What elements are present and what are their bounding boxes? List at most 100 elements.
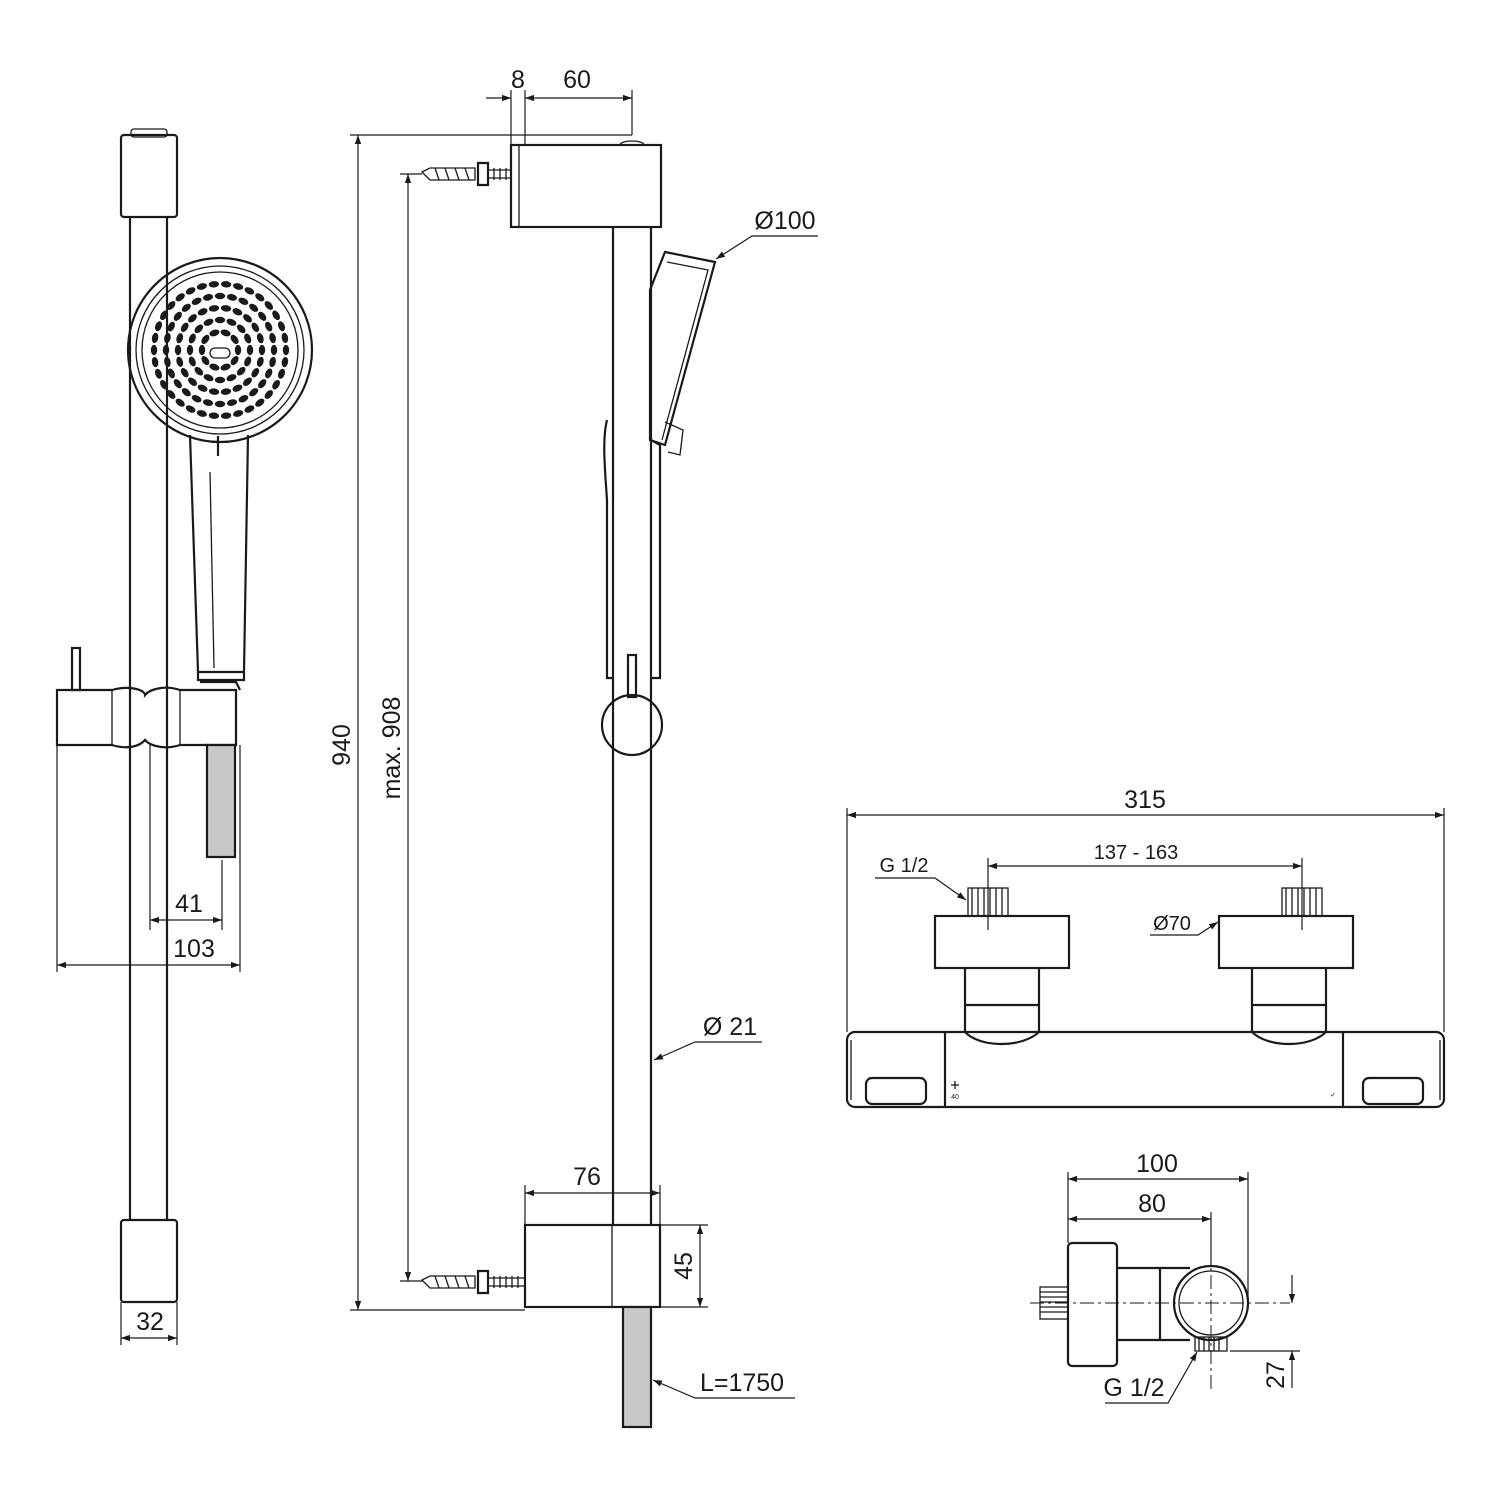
hose-side bbox=[621, 1305, 653, 1429]
nozzle bbox=[176, 356, 184, 367]
nozzle bbox=[202, 294, 214, 301]
nozzle bbox=[154, 368, 163, 379]
nozzle bbox=[203, 374, 214, 382]
nozzle bbox=[188, 356, 196, 367]
nozzle bbox=[232, 384, 243, 392]
dim-940: 940 bbox=[328, 134, 632, 1311]
dim-27-label: 27 bbox=[1262, 1361, 1290, 1389]
nozzle bbox=[264, 301, 274, 310]
outlet-thread bbox=[1194, 1336, 1228, 1352]
top-wall-bracket bbox=[509, 140, 663, 229]
nozzle bbox=[196, 283, 207, 290]
rail bbox=[128, 217, 169, 1220]
nozzle bbox=[220, 281, 232, 288]
nozzle bbox=[214, 292, 226, 300]
nozzle bbox=[191, 395, 202, 403]
dim-hose-length-label: L=1750 bbox=[700, 1369, 784, 1397]
nozzle bbox=[208, 305, 220, 312]
left-connector bbox=[933, 887, 1071, 1046]
nozzle bbox=[272, 310, 280, 321]
nozzle bbox=[203, 318, 214, 326]
dim-103: 103 bbox=[56, 745, 241, 972]
nozzle bbox=[176, 333, 184, 344]
nozzle bbox=[174, 344, 182, 356]
dim-315: 315 bbox=[846, 786, 1445, 1032]
dim-45: 45 bbox=[660, 1224, 708, 1308]
dim-100: 100 bbox=[1067, 1150, 1249, 1303]
nozzle bbox=[180, 322, 189, 333]
inlet-thread bbox=[1039, 1286, 1069, 1320]
nozzle bbox=[277, 321, 286, 332]
nozzle bbox=[226, 374, 237, 382]
nozzle bbox=[208, 388, 220, 395]
dim-76: 76 bbox=[524, 1163, 661, 1225]
nozzle bbox=[243, 314, 252, 323]
nozzle bbox=[175, 398, 185, 407]
nozzle bbox=[264, 390, 274, 399]
temperature-dial-marks: 40 ✓ bbox=[951, 1081, 1336, 1101]
mixer-front: 40 ✓ 315 bbox=[845, 786, 1446, 1109]
nozzle bbox=[160, 310, 168, 321]
nozzle bbox=[167, 321, 175, 332]
dial-mark-left: 40 bbox=[951, 1094, 959, 1101]
nozzle bbox=[173, 379, 182, 389]
nozzle bbox=[236, 366, 246, 376]
dim-dia70-label: Ø70 bbox=[1153, 913, 1191, 935]
nozzle bbox=[197, 384, 208, 392]
dim-8-label: 8 bbox=[511, 66, 525, 94]
nozzle bbox=[251, 322, 260, 333]
dim-thread-side-label: G 1/2 bbox=[1103, 1374, 1164, 1402]
dim-41: 41 bbox=[149, 745, 223, 930]
hand-shower-side bbox=[603, 250, 717, 680]
nozzle bbox=[220, 412, 232, 419]
nozzle bbox=[214, 316, 226, 324]
nozzle bbox=[181, 388, 191, 397]
nozzle bbox=[208, 412, 220, 419]
dim-45-label: 45 bbox=[670, 1252, 698, 1280]
dim-100-label: 100 bbox=[1136, 1150, 1178, 1178]
nozzle bbox=[255, 398, 265, 407]
nozzle bbox=[201, 334, 210, 345]
nozzle bbox=[246, 344, 254, 356]
dim-hose-length: L=1750 bbox=[652, 1369, 795, 1399]
wall-flange bbox=[1066, 1241, 1119, 1368]
nozzle bbox=[249, 303, 259, 312]
bottom-bracket bbox=[119, 1218, 179, 1304]
dim-dia100-label: Ø100 bbox=[754, 207, 815, 235]
nozzle bbox=[173, 311, 182, 321]
nozzle bbox=[214, 400, 226, 408]
nozzle bbox=[201, 355, 210, 366]
nozzle bbox=[272, 379, 280, 390]
nozzle bbox=[281, 356, 289, 368]
nozzle bbox=[256, 333, 264, 344]
slider-holder bbox=[55, 646, 241, 749]
nozzle bbox=[220, 305, 232, 312]
dim-80: 80 bbox=[1068, 1190, 1212, 1266]
nozzle bbox=[251, 367, 260, 378]
nozzle bbox=[270, 344, 278, 356]
nozzle bbox=[164, 356, 171, 368]
mixer-side: 100 80 27 G 1/2 bbox=[1030, 1150, 1300, 1404]
spray-nozzles bbox=[150, 281, 290, 419]
nozzle bbox=[265, 321, 273, 332]
dial-mark-right: ✓ bbox=[1330, 1092, 1336, 1099]
nozzle bbox=[226, 318, 237, 326]
nozzle bbox=[164, 332, 171, 344]
nozzle bbox=[197, 308, 208, 316]
nozzle bbox=[243, 377, 252, 386]
nozzle bbox=[188, 314, 197, 323]
side-view: 8 60 940 max. 908 Ø100 Ø 21 76 bbox=[328, 66, 818, 1429]
nozzle bbox=[255, 293, 265, 302]
dim-32-label: 32 bbox=[136, 1308, 164, 1336]
nozzle bbox=[238, 395, 249, 403]
mixer-body bbox=[845, 1030, 1446, 1109]
nozzle bbox=[167, 368, 175, 379]
nozzle bbox=[226, 399, 238, 406]
nozzle bbox=[208, 281, 220, 288]
dim-940-label: 940 bbox=[328, 724, 356, 766]
dim-dia70: Ø70 bbox=[1150, 913, 1219, 936]
nozzle bbox=[181, 303, 191, 312]
nozzle bbox=[244, 356, 252, 367]
nozzle bbox=[220, 329, 231, 337]
